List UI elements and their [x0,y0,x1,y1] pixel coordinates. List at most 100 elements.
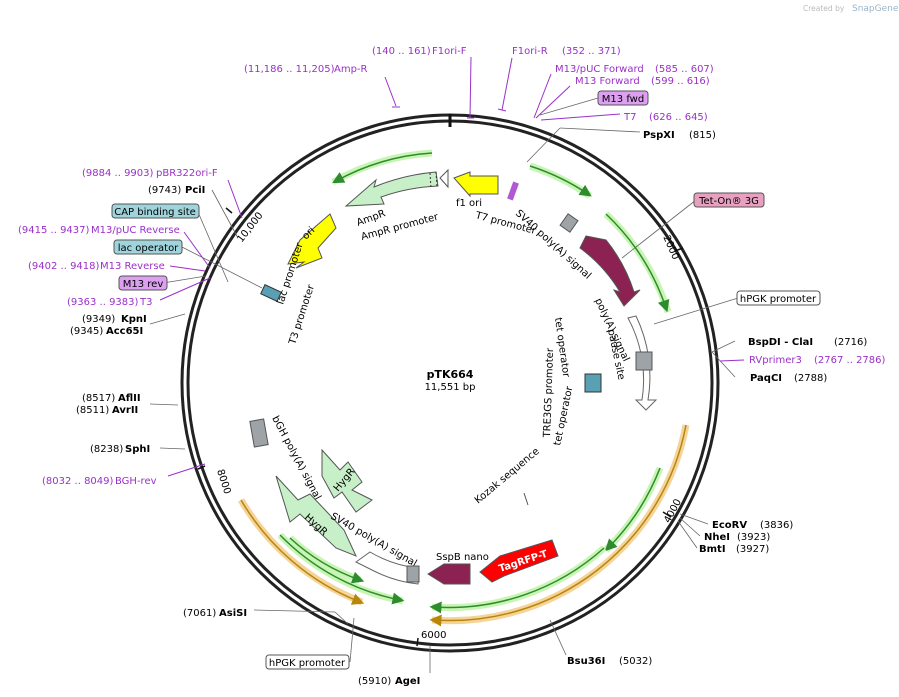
primer-m13rev: M13 Reverse [100,261,165,272]
label-tre3gs: TRE3GS promoter [542,347,556,439]
feature-tet-operator-hatch [584,373,602,393]
site-bspdi-clai: BspDI - ClaI [748,337,813,348]
kozak-leader [523,492,529,506]
boxed-labels: M13 fwd Tet-On® 3G hPGK promoter hPGK pr… [111,90,821,670]
feature-f1-ori [453,171,499,198]
primer-rvprimer3-range: (2767 .. 2786) [814,355,886,366]
site-pcii-pos: (9743) [148,185,181,196]
site-nhei-pos: (3923) [737,532,770,543]
primer-m13-fwd: M13 Forward [575,76,640,87]
site-asisi-pos: (7061) [183,608,216,619]
site-leaders [149,127,736,673]
label-sspb: SspB nano [436,552,489,563]
site-ecorv-pos: (3836) [760,520,793,531]
primer-t3-range: (9363 .. 9383) [67,297,139,308]
feature-hygr-2 [275,475,357,557]
site-pspxi-pos: (815) [689,130,716,141]
site-avrii-pos: (8511) [76,405,109,416]
site-paqci-pos: (2788) [794,373,827,384]
site-pcii: PciI [185,185,205,196]
primer-rvprimer3: RVprimer3 [749,355,802,366]
primer-pbr322: pBR322ori-F [156,168,218,179]
label-kozak: Kozak sequence [473,446,542,506]
orf-arcs [277,149,672,614]
site-bmti-pos: (3927) [736,544,769,555]
site-aflii: AflII [118,393,141,404]
primer-labels: (11,186 .. 11,205) Amp-R (140 .. 161) F1… [18,46,886,487]
label-lac-promoter: lac promoter [275,241,306,306]
feature-tagrfp [479,539,559,583]
site-aflii-pos: (8517) [82,393,115,404]
primer-m13rev-range: (9402 .. 9418) [28,261,100,272]
primer-f1orir: F1ori-R [512,46,548,57]
primer-t7: T7 [623,112,636,123]
primer-pbr322-range: (9884 .. 9903) [82,168,154,179]
site-ecorv: EcoRV [712,520,747,531]
box-lacop: lac operator [118,243,179,254]
primer-t7-range: (626 .. 645) [649,112,708,123]
site-avrii: AvrII [112,405,138,416]
box-leaders [162,97,739,663]
site-bmti: BmtI [699,544,726,555]
primer-f1orif: F1ori-F [432,46,467,57]
site-sphi: SphI [125,444,150,455]
plasmid-name: pTK664 [427,368,474,381]
primer-t3: T3 [139,297,152,308]
feature-pause-gray [635,351,653,371]
tick-label-2000: 2000 [660,234,680,262]
plasmid-length: 11,551 bp [425,382,476,393]
site-labels: PspXI (815) BspDI - ClaI (2716) PaqCI (2… [70,130,867,687]
feature-sv40-polya-gray [559,213,579,233]
feature-ori [287,213,337,269]
feature-sv40-bottom-gray [406,565,420,583]
primer-leaders [159,56,745,477]
label-f1-ori: f1 ori [456,198,482,209]
primer-bghrev-range: (8032 .. 8049) [42,476,114,487]
primer-f1orir-range: (352 .. 371) [562,46,621,57]
primer-m13puc-rev: M13/pUC Reverse [91,225,180,236]
feature-cap-hatch [260,284,282,302]
orf-arcs-orange [237,424,690,627]
box-cap: CAP binding site [114,207,196,218]
primer-m13puc-fwd: M13/pUC Forward [555,64,644,75]
label-tet-operator-2: tet operator [552,385,575,447]
site-acc65i-pos: (9345) [70,326,103,337]
site-bsu36i-pos: (5032) [619,656,652,667]
primer-ampr: Amp-R [334,64,368,75]
feature-tre3gs-arrow [627,315,658,411]
box-teton: Tet-On® 3G [698,196,759,207]
feature-teton-arrow [579,235,641,307]
box-m13rev: M13 rev [123,279,164,290]
primer-m13puc-rev-range: (9415 .. 9437) [18,225,90,236]
primer-m13-fwd-range: (599 .. 616) [651,76,710,87]
site-kpni-pos: (9349) [82,314,115,325]
site-acc65i: Acc65I [106,326,143,337]
box-m13fwd: M13 fwd [602,94,644,105]
site-pspxi: PspXI [643,130,675,141]
site-agei-pos: (5910) [358,676,391,687]
site-kpni: KpnI [121,314,147,325]
box-hpgk-right: hPGK promoter [740,294,817,305]
site-nhei: NheI [704,532,730,543]
feature-ampr-promoter-arrow [439,168,449,189]
feature-bgh-gray [249,418,269,448]
site-agei: AgeI [395,676,420,687]
site-asisi: AsiSI [219,608,247,619]
box-hpgk-bottom: hPGK promoter [269,658,346,669]
label-t3-promoter: T3 promoter [287,283,317,347]
site-sphi-pos: (8238) [90,444,123,455]
feature-t7-hatch [507,181,519,201]
primer-ampr-range: (11,186 .. 11,205) [244,64,335,75]
site-bsu36i: Bsu36I [567,656,605,667]
tick-label-6000: 6000 [421,630,446,641]
tick-label-8000: 8000 [214,468,232,496]
primer-m13puc-fwd-range: (585 .. 607) [655,64,714,75]
label-sv40-top: SV40 poly(A) signal [513,208,593,282]
primer-bghrev: BGH-rev [115,476,157,487]
watermark-brand: SnapGene [852,4,899,14]
watermark-prefix: Created by [803,4,845,13]
feature-sspb [427,563,471,585]
primer-f1orif-range: (140 .. 161) [372,46,431,57]
label-bgh-polya: bGH poly(A) signal [269,414,323,502]
